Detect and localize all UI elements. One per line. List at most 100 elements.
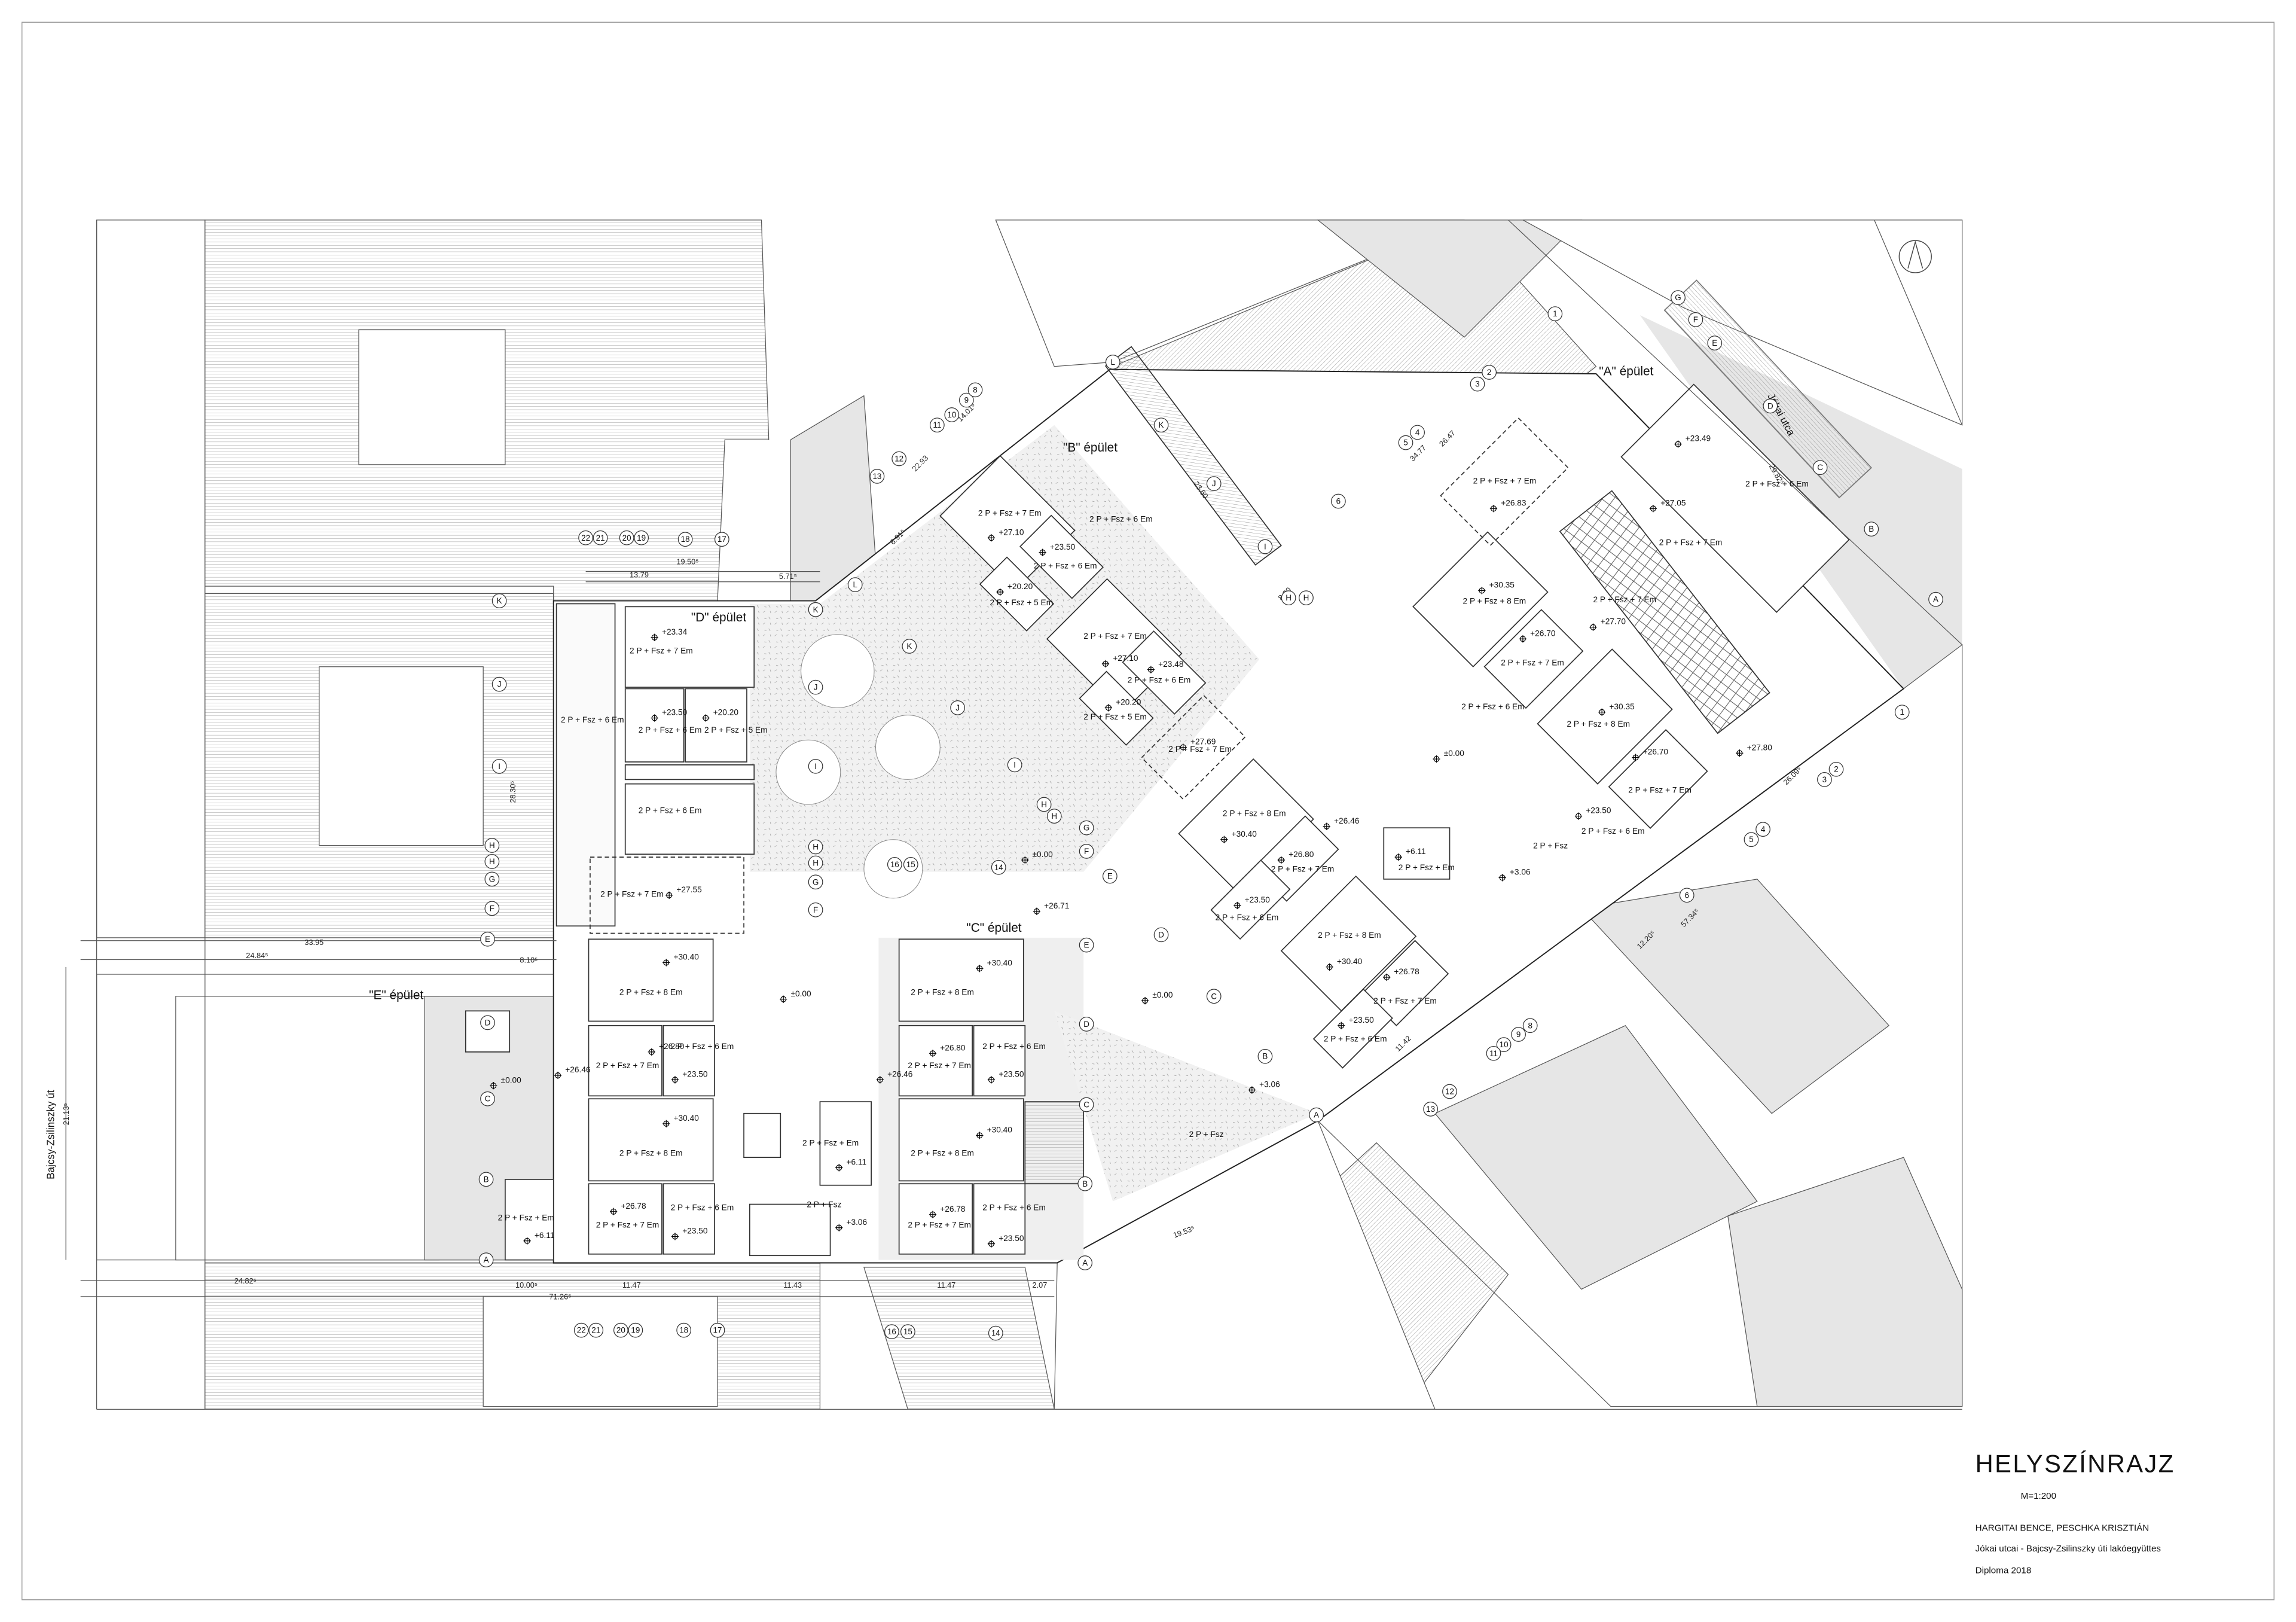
grid-axis-bubble: H: [1036, 797, 1052, 812]
grid-bubble-circle: [491, 758, 507, 774]
grid-axis-label: D: [1083, 1020, 1089, 1029]
level-marker-cross: [1220, 836, 1228, 843]
grid-axis-bubble: 17: [710, 1322, 725, 1338]
grid-axis-label: 19: [631, 1326, 640, 1335]
level-marker-cross: [651, 714, 658, 722]
grid-axis-bubble: 9: [958, 392, 974, 408]
grid-axis-label: 5: [1403, 438, 1407, 447]
north-arrow-icon: [1898, 240, 1932, 273]
grid-axis-bubble: K: [808, 602, 823, 617]
grid-axis-bubble: 17: [714, 532, 729, 547]
grid-bubble-circle: [1442, 1084, 1457, 1099]
elevation-marker: ±0.00: [1021, 850, 1053, 864]
grid-axis-label: 20: [622, 533, 631, 542]
grid-bubble-circle: [588, 1322, 604, 1338]
elevation-value: +26.46: [1334, 816, 1360, 825]
grid-axis-bubble: H: [484, 838, 500, 853]
level-marker-cross: [523, 1237, 531, 1245]
grid-bubble-circle: [1105, 355, 1120, 370]
grid-bubble-circle: [1707, 336, 1723, 350]
diagonal-buildings: [939, 279, 1872, 1069]
floor-count-label: 2 P + Fsz + 7 Em: [1271, 865, 1335, 874]
grid-axis-bubble: 5: [1398, 435, 1413, 450]
level-marker-cross: [662, 959, 670, 967]
level-marker-cross: [1021, 856, 1029, 864]
grid-axis-bubble: L: [1105, 355, 1120, 370]
elevation-marker: +6.11: [835, 1157, 866, 1172]
elevation-value: +23.50: [1050, 542, 1076, 551]
floor-count-label: 2 P + Fsz + 7 Em: [1473, 477, 1537, 486]
grid-bubble-circle: [634, 530, 649, 545]
elevation-value: +26.78: [940, 1205, 966, 1214]
grid-axis-label: 22: [577, 1326, 586, 1335]
grid-bubbles: KJIHHGFEDCBAKJIHHGF222120191817222120191…: [478, 290, 1943, 1341]
level-marker-cross: [1338, 1022, 1345, 1029]
drawing-title: HELYSZÍNRAJZ: [1976, 1450, 2175, 1478]
grid-bubble-circle: [900, 1324, 915, 1339]
level-marker-cross: [876, 1076, 884, 1084]
grid-bubble-circle: [1547, 306, 1563, 321]
elevation-marker: +26.78: [929, 1205, 966, 1218]
grid-axis-label: E: [485, 935, 490, 944]
grid-axis-label: 20: [616, 1326, 625, 1335]
elevation-value: +23.34: [662, 627, 688, 636]
dimension-value: 11.43: [783, 1280, 802, 1289]
elevation-marker: +27.69: [1179, 737, 1216, 751]
elevation-value: +30.40: [1232, 830, 1257, 839]
grid-bubble-circle: [929, 417, 945, 433]
grid-axis-label: 21: [596, 533, 605, 542]
grid-bubble-circle: [1077, 1176, 1093, 1191]
grid-axis-label: B: [1262, 1052, 1268, 1061]
grid-bubble-circle: [1744, 832, 1759, 847]
dimension-value: 24.84⁵: [246, 951, 268, 960]
grid-bubble-circle: [808, 602, 823, 617]
grid-axis-bubble: C: [1079, 1097, 1094, 1112]
elevation-marker: +26.46: [1323, 816, 1360, 830]
level-marker-cross: [554, 1071, 562, 1080]
grid-axis-bubble: I: [808, 758, 823, 774]
grid-axis-bubble: 1: [1547, 306, 1563, 321]
floor-count-label: 2 P + Fsz + 7 Em: [1628, 785, 1692, 794]
grid-bubble-circle: [1423, 1102, 1439, 1117]
elevation-marker: +26.80: [1277, 850, 1314, 864]
level-marker-cross: [1147, 666, 1155, 673]
level-marker-cross: [1277, 856, 1285, 864]
level-marker-cross: [976, 965, 984, 972]
elevation-value: +30.40: [674, 1114, 700, 1123]
elevation-value: +23.50: [1586, 806, 1611, 815]
level-marker-cross: [1674, 440, 1682, 448]
grid-bubble-circle: [484, 854, 500, 869]
elevation-value: +20.20: [713, 708, 739, 717]
grid-bubble-circle: [1257, 539, 1273, 554]
grid-axis-label: 13: [872, 472, 881, 481]
level-marker-cross: [1234, 901, 1241, 910]
grid-axis-bubble: 3: [1470, 376, 1485, 392]
grid-bubble-circle: [1486, 1045, 1501, 1061]
grid-bubble-circle: [808, 874, 823, 890]
grid-axis-label: J: [955, 703, 960, 712]
floor-count-label: 2 P + Fsz + 8 Em: [911, 1149, 974, 1158]
elevation-value: +27.80: [1747, 743, 1773, 752]
grid-axis-label: H: [1286, 593, 1292, 602]
floor-count-label: 2 P + Fsz + 8 Em: [1463, 596, 1526, 605]
floor-count-label: 2 P + Fsz + Em: [802, 1139, 859, 1148]
grid-axis-bubble: 19: [628, 1322, 643, 1338]
grid-bubble-circle: [991, 859, 1006, 875]
grid-axis-label: H: [1051, 812, 1057, 821]
grid-axis-label: 9: [1516, 1030, 1521, 1039]
floor-count-label: 2 P + Fsz + 7 Em: [596, 1061, 660, 1070]
elevation-marker: +23.50: [1574, 806, 1611, 820]
elevation-value: ±0.00: [1033, 850, 1054, 859]
grid-axis-bubble: 3: [1817, 772, 1832, 787]
grid-axis-label: C: [1083, 1100, 1089, 1109]
grid-bubble-circle: [891, 451, 907, 467]
grid-bubble-circle: [967, 382, 983, 398]
grid-axis-bubble: D: [1079, 1016, 1094, 1032]
grid-axis-bubble: E: [1707, 336, 1723, 350]
grid-axis-bubble: 22: [578, 530, 593, 545]
grid-bubble-circle: [1079, 843, 1094, 859]
grid-bubble-circle: [480, 931, 495, 947]
elevation-marker: +30.40: [1326, 957, 1363, 971]
grid-axis-label: H: [489, 857, 495, 866]
floor-count-label: 2 P + Fsz + 6 Em: [671, 1042, 734, 1051]
